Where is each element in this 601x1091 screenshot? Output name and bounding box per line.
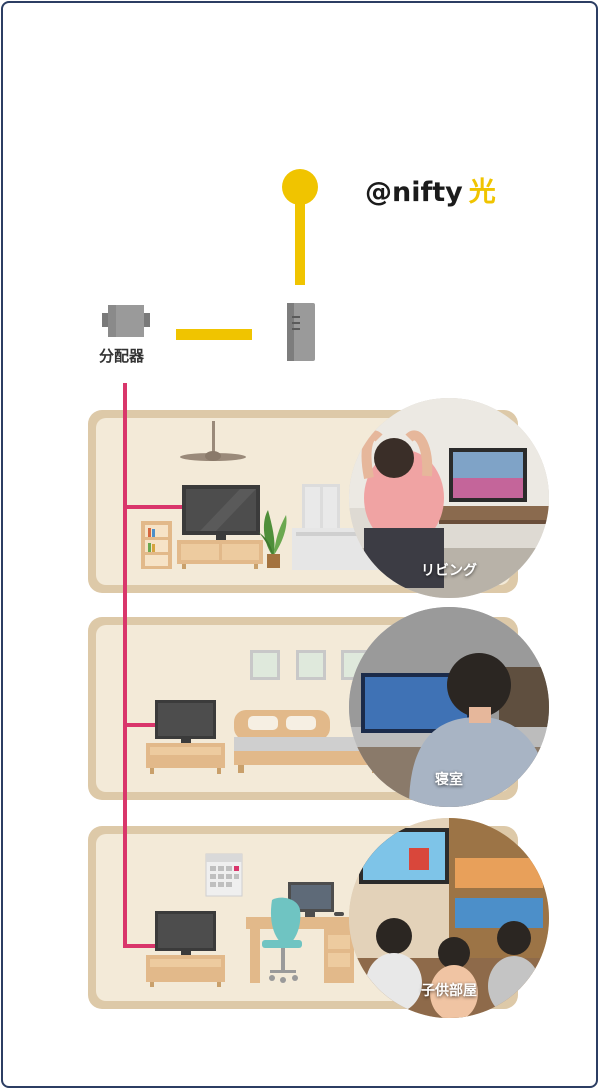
tv-kids-icon <box>155 911 216 955</box>
fiber-endpoint-icon <box>282 169 318 205</box>
onu-splitter-line <box>176 329 252 340</box>
bedroom-scene-image <box>349 607 549 807</box>
bookshelf-icon <box>141 521 172 569</box>
onu-device-icon <box>287 303 315 361</box>
brand-name: @nifty <box>365 177 463 208</box>
desk-icon <box>246 917 376 983</box>
bed-icon <box>234 710 384 773</box>
tv-cabinet-icon <box>146 743 225 774</box>
plant-icon <box>258 510 287 568</box>
brand-suffix: 光 <box>468 177 496 208</box>
tv-cabinet-kids-icon <box>146 955 225 987</box>
fiber-line <box>295 195 305 285</box>
room-label-bedroom: 寝室 <box>435 772 463 788</box>
tv-bedroom-icon <box>155 700 216 743</box>
kids-scene-image <box>349 818 549 1018</box>
room-label-kids: 子供部屋 <box>421 983 477 999</box>
splitter-label: 分配器 <box>99 347 145 365</box>
coax-cable <box>123 383 185 948</box>
tv-stand-icon <box>177 540 263 569</box>
tv-living-icon <box>182 485 260 540</box>
room-label-living: リビング <box>421 563 477 579</box>
photo-kids: 子供部屋 <box>349 818 549 1018</box>
ceiling-fan-icon <box>180 421 246 461</box>
photo-bedroom: 寝室 <box>349 607 549 807</box>
desk-chair-icon <box>262 897 302 983</box>
calendar-icon <box>205 853 243 897</box>
living-scene-image <box>349 398 549 598</box>
photo-living: リビング <box>349 398 549 598</box>
splitter-icon <box>102 305 150 337</box>
